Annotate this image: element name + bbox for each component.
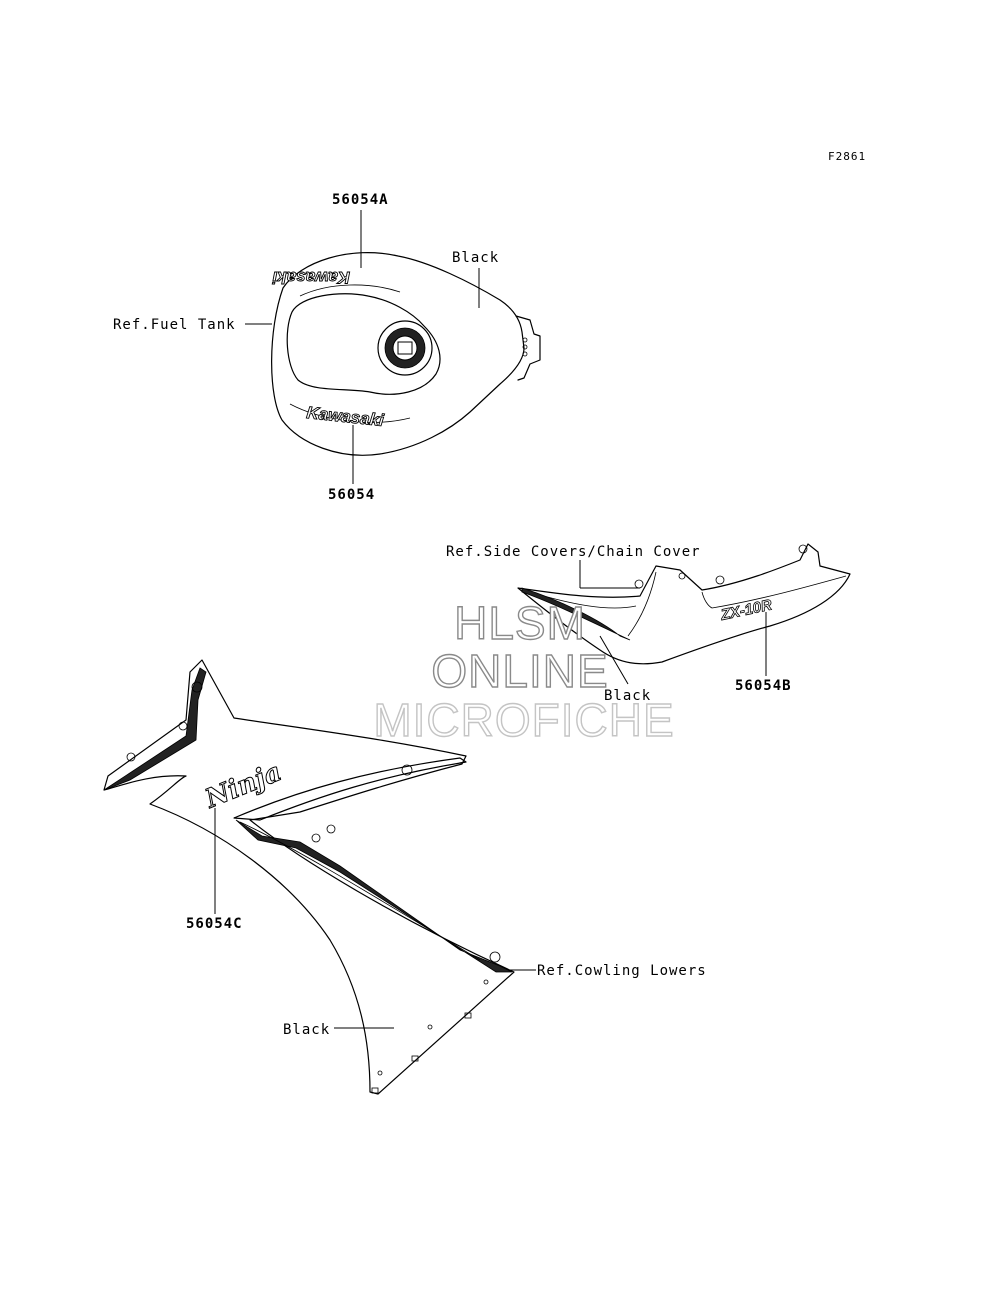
label-ref-cowling-lowers: Ref.Cowling Lowers bbox=[537, 963, 707, 979]
label-56054: 56054 bbox=[328, 487, 375, 503]
tank-decal-top: Kawasaki bbox=[271, 268, 350, 287]
tank-decal-bottom: Kawasaki bbox=[306, 403, 386, 430]
watermark-line1: HLSM bbox=[454, 597, 586, 649]
label-ref-side-covers: Ref.Side Covers/Chain Cover bbox=[446, 544, 701, 560]
fuel-cap bbox=[377, 320, 433, 376]
label-black-tail: Black bbox=[604, 688, 651, 704]
leader-black-tail bbox=[599, 635, 629, 685]
tail-decal: ZX-10R bbox=[718, 597, 773, 625]
label-black-cowl: Black bbox=[283, 1022, 330, 1038]
label-56054c: 56054C bbox=[186, 916, 243, 932]
label-black-tank: Black bbox=[452, 250, 499, 266]
watermark-line3: MICROFICHE bbox=[373, 694, 674, 746]
label-56054a: 56054A bbox=[332, 192, 389, 208]
watermark-line2: ONLINE bbox=[431, 645, 608, 697]
label-56054b: 56054B bbox=[735, 678, 792, 694]
watermark: HLSM ONLINE MICROFICHE bbox=[373, 596, 675, 746]
cowl-decal: Ninja bbox=[200, 757, 285, 815]
label-ref-fuel-tank: Ref.Fuel Tank bbox=[113, 317, 236, 333]
figure-id: F2861 bbox=[828, 150, 866, 163]
fuel-tank-illustration: Kawasaki Kawasaki bbox=[271, 252, 541, 456]
